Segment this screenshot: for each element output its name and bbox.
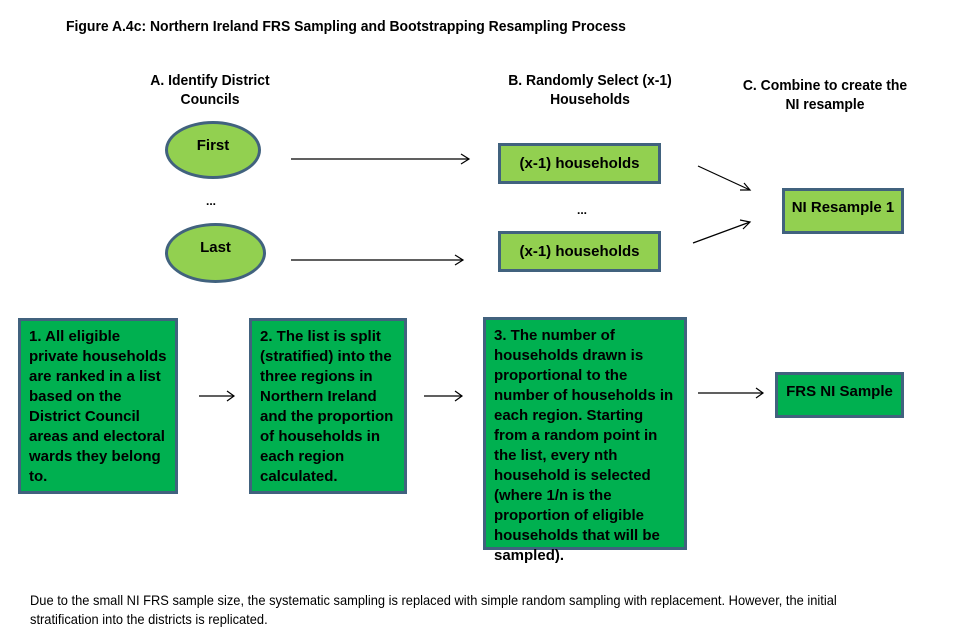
households-last-label: (x-1) households [519,243,640,260]
arrow-last-to-households [291,254,465,266]
arrow-households-first-to-resample [697,165,752,191]
council-ellipsis: ... [206,194,217,208]
step-1-text: 1. All eligible private households are r… [29,328,167,485]
frs-ni-sample-box: FRS NI Sample [775,372,904,418]
heading-c-line2: NI resample [785,96,865,113]
council-first: First [165,121,261,179]
heading-a-line1: A. Identify District [150,72,270,89]
arrow-first-to-households [291,153,471,165]
households-ellipsis: ... [577,203,588,217]
arrow-households-last-to-resample [692,219,752,244]
ni-resample-box: NI Resample 1 [782,188,904,234]
households-first-label: (x-1) households [519,155,640,172]
step-2-box: 2. The list is split (stratified) into t… [249,318,407,494]
heading-a-line2: Councils [180,91,240,108]
step-3-box: 3. The number of households drawn is pro… [483,317,687,564]
step-3-text: 3. The number of households drawn is pro… [494,327,674,564]
council-first-label: First [196,137,230,154]
heading-c: C. Combine to create the NI resample [727,76,922,114]
arrow-step3-to-sample [698,387,765,399]
heading-b-line2: Households [550,91,630,108]
step-1-box: 1. All eligible private households are r… [18,318,178,494]
ni-resample-label: NI Resample 1 [791,199,895,216]
heading-c-line1: C. Combine to create the [742,77,908,94]
heading-b: B. Randomly Select (x-1) Households [497,71,683,109]
households-last: (x-1) households [498,231,661,272]
households-first: (x-1) households [498,143,661,184]
footnote: Due to the small NI FRS sample size, the… [30,592,837,627]
heading-b-line1: B. Randomly Select (x-1) [508,72,672,89]
figure-title: Figure A.4c: Northern Ireland FRS Sampli… [66,18,626,35]
frs-ni-sample-label: FRS NI Sample [786,383,893,400]
council-last-label: Last [200,239,231,256]
heading-a: A. Identify District Councils [126,71,293,109]
step-2-text: 2. The list is split (stratified) into t… [260,328,394,485]
arrow-step2-to-step3 [424,390,464,402]
arrow-step1-to-step2 [199,390,236,402]
council-last: Last [165,223,266,283]
